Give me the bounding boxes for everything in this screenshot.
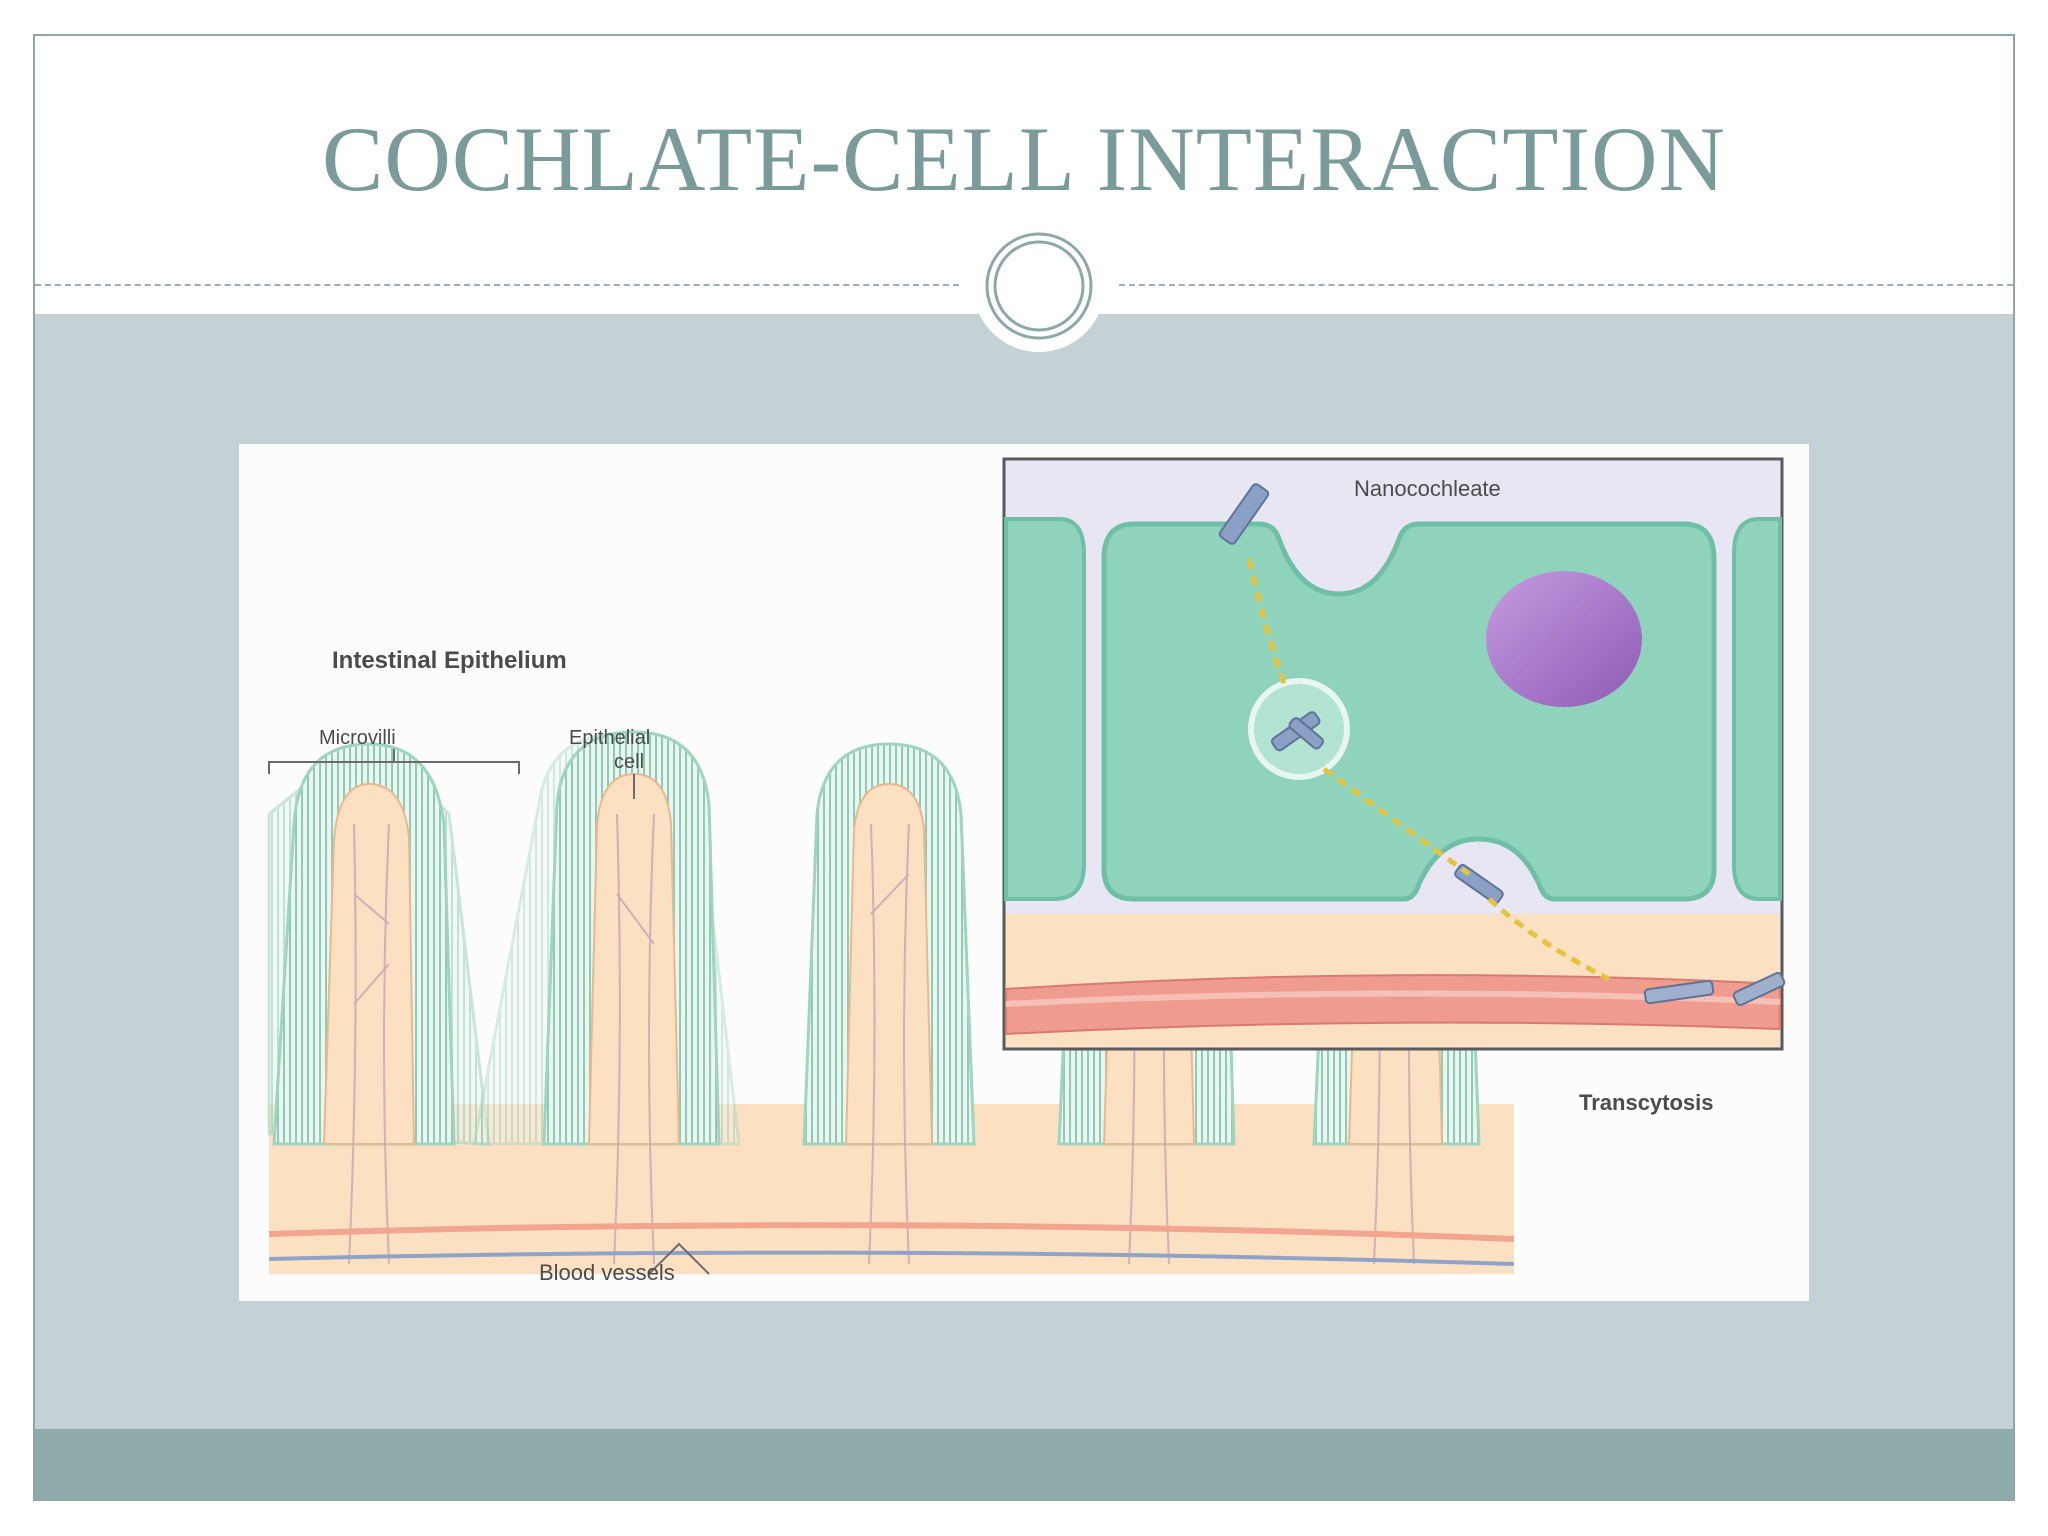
nanocochleate-particle bbox=[1218, 483, 1270, 545]
slide: COCHLATE-CELL INTERACTION bbox=[33, 34, 2015, 1501]
label-epithelial-cell-line2: cell bbox=[614, 751, 644, 773]
label-microvilli: Microvilli bbox=[319, 727, 396, 749]
label-nanocochleate: Nanocochleate bbox=[1354, 476, 1501, 501]
cochleate-diagram: Intestinal Epithelium Microvilli Epithel… bbox=[239, 444, 1809, 1301]
circle-ornament-icon bbox=[973, 220, 1105, 352]
nucleus bbox=[1486, 571, 1642, 707]
slide-title: COCHLATE-CELL INTERACTION bbox=[322, 108, 1726, 210]
label-transcytosis: Transcytosis bbox=[1579, 1090, 1714, 1115]
heading-intestinal-epithelium: Intestinal Epithelium bbox=[332, 647, 567, 674]
transcytosis-path bbox=[1246, 558, 1611, 982]
inset-panel bbox=[1002, 457, 1786, 1051]
label-epithelial-cell-line1: Epithelial bbox=[569, 727, 650, 749]
blood-vessels-pointer bbox=[648, 1242, 710, 1275]
footer-band bbox=[35, 1429, 2013, 1499]
title-divider-left bbox=[35, 284, 959, 286]
label-blood-vessels: Blood vessels bbox=[539, 1260, 675, 1285]
diagram-canvas: Intestinal Epithelium Microvilli Epithel… bbox=[267, 457, 1786, 1285]
title-divider-right bbox=[1119, 284, 2013, 286]
